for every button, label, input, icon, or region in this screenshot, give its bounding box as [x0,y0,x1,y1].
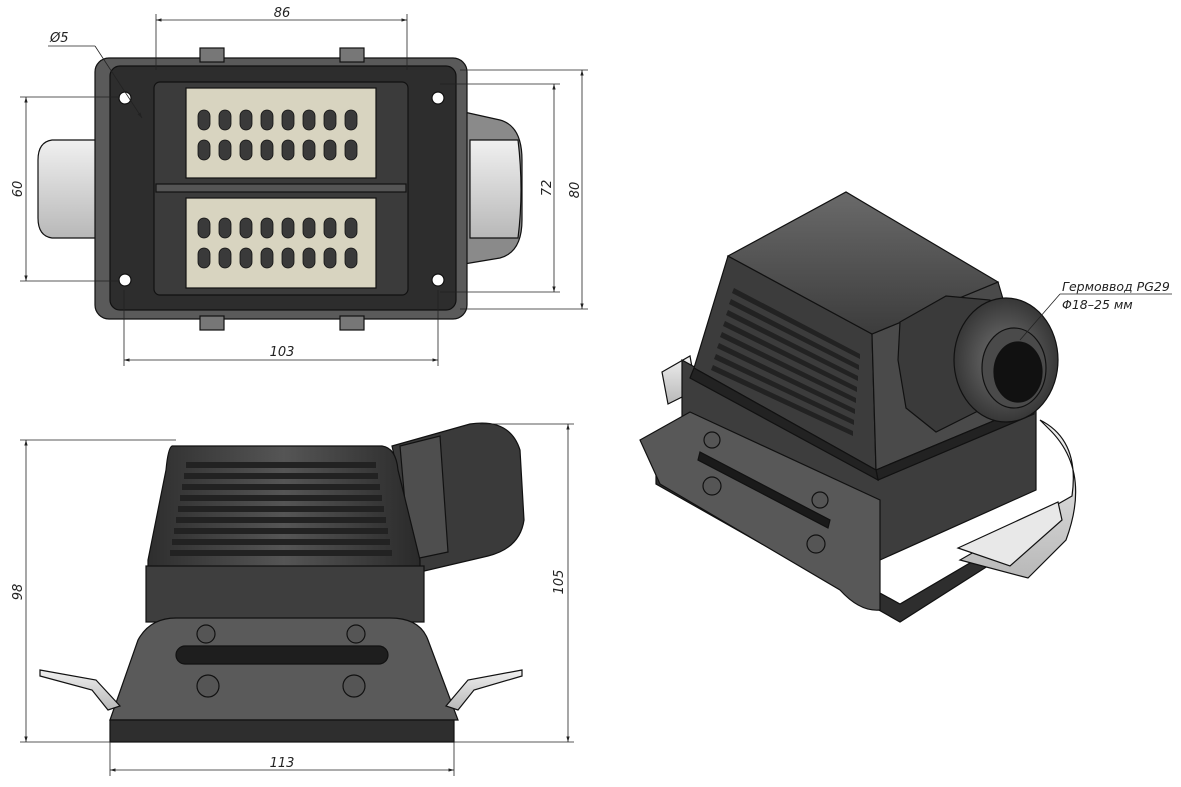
contact-pin [239,109,253,131]
contact-pin [344,217,358,239]
contact-pin [218,247,232,269]
iso-handle-right [958,419,1077,579]
hood-rib [711,365,853,436]
iso-gland [897,295,1059,433]
dim-hole-diameter: Ø5 [49,31,69,46]
contact-pin [218,217,232,239]
mounting-hole [431,273,445,287]
hood-rib [717,343,855,414]
contact-pin [197,247,211,269]
contact-insert-upper [185,87,377,179]
hood-rib [178,506,384,512]
contact-pin [302,247,316,269]
contact-pin [218,139,232,161]
dim-72: 72 [540,180,555,197]
contact-pin [281,217,295,239]
contact-pin [302,217,316,239]
contact-pin [323,139,337,161]
contact-pin [239,139,253,161]
hood-rib [186,462,376,468]
contact-pin [323,247,337,269]
contact-pin [197,217,211,239]
dim-113: 113 [270,756,295,771]
iso-hood-top [726,191,1000,335]
contact-pin [344,247,358,269]
side-latch [109,617,459,721]
side-view: 98 105 113 [11,422,574,776]
contact-pin [260,247,274,269]
dim-80: 80 [568,182,583,199]
gland-label: Гермоввод PG29 [1062,279,1170,294]
hood-rib [184,473,378,479]
contact-pin [239,217,253,239]
contact-pin [323,109,337,131]
dim-103: 103 [270,345,295,360]
gland-range: Φ18–25 мм [1062,297,1133,312]
hood-rib [170,550,392,556]
contact-insert-lower [185,197,377,289]
contact-pin [281,247,295,269]
hood-rib [732,288,860,359]
contact-pin [239,247,253,269]
hood-rib [723,321,857,392]
contact-pin [260,109,274,131]
hood-rib [182,484,380,490]
mounting-hole [118,273,132,287]
left-latch [37,139,97,239]
contact-pin [218,109,232,131]
hood-rib [174,528,388,534]
mounting-hole [431,91,445,105]
dim-98: 98 [11,584,26,601]
hood-rib [720,332,856,403]
contact-pin [260,217,274,239]
top-view: 86 Ø5 60 72 80 103 [11,6,588,366]
contact-pin [344,109,358,131]
contact-pin [197,139,211,161]
contact-pin [344,139,358,161]
dim-105: 105 [552,570,567,595]
hood-rib [729,299,859,370]
hood-rib [172,539,390,545]
contact-pin [260,139,274,161]
contact-pin [302,139,316,161]
hood-rib [180,495,382,501]
hood-rib [726,310,858,381]
contact-pin [281,139,295,161]
contact-pin [197,109,211,131]
hood-rib [714,354,854,425]
contact-pin [323,217,337,239]
dim-86: 86 [274,6,291,21]
contact-pin [281,109,295,131]
dim-60: 60 [11,181,26,198]
contact-pin [302,109,316,131]
isometric-view: Гермоввод PG29 Φ18–25 мм [639,191,1172,623]
hood-rib [176,517,386,523]
